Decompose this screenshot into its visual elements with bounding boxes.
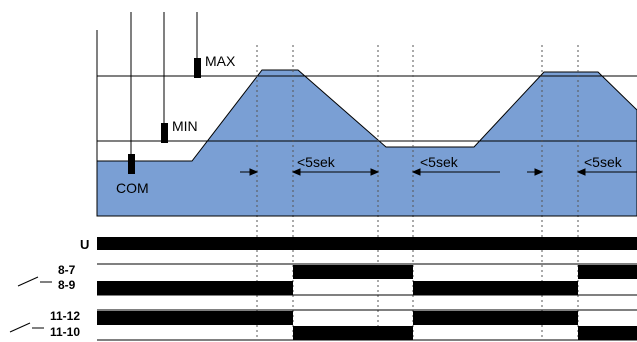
com-label: COM (116, 180, 149, 196)
min-electrode (161, 123, 168, 143)
r1110-on-1 (293, 326, 413, 340)
delay-arrows (240, 168, 637, 176)
relay2-switch-icon (9, 322, 31, 333)
r1112-on-1 (97, 311, 293, 325)
relay1-switch-icon (17, 276, 39, 287)
r87-on-2 (578, 265, 637, 279)
delay-label-3: <5sek (584, 154, 623, 170)
u-signal-bar (97, 237, 637, 250)
row-89-label: 8-9 (58, 278, 76, 292)
delay-label-2: <5sek (420, 154, 459, 170)
row-u-label: U (80, 237, 89, 252)
r89-on-2 (413, 281, 578, 295)
r1112-on-2 (413, 311, 578, 325)
r89-on-1 (97, 281, 293, 295)
com-electrode (128, 154, 135, 174)
row-1112-label: 11-12 (50, 309, 80, 323)
row-87-label: 8-7 (58, 263, 76, 277)
max-label: MAX (205, 53, 236, 69)
min-label: MIN (172, 118, 198, 134)
r87-on-1 (293, 265, 413, 279)
delay-label-1: <5sek (297, 154, 336, 170)
row-1110-label: 11-10 (50, 325, 80, 339)
r1110-on-2 (578, 326, 637, 340)
max-electrode (194, 58, 201, 78)
liquid-level-area (96, 69, 637, 217)
